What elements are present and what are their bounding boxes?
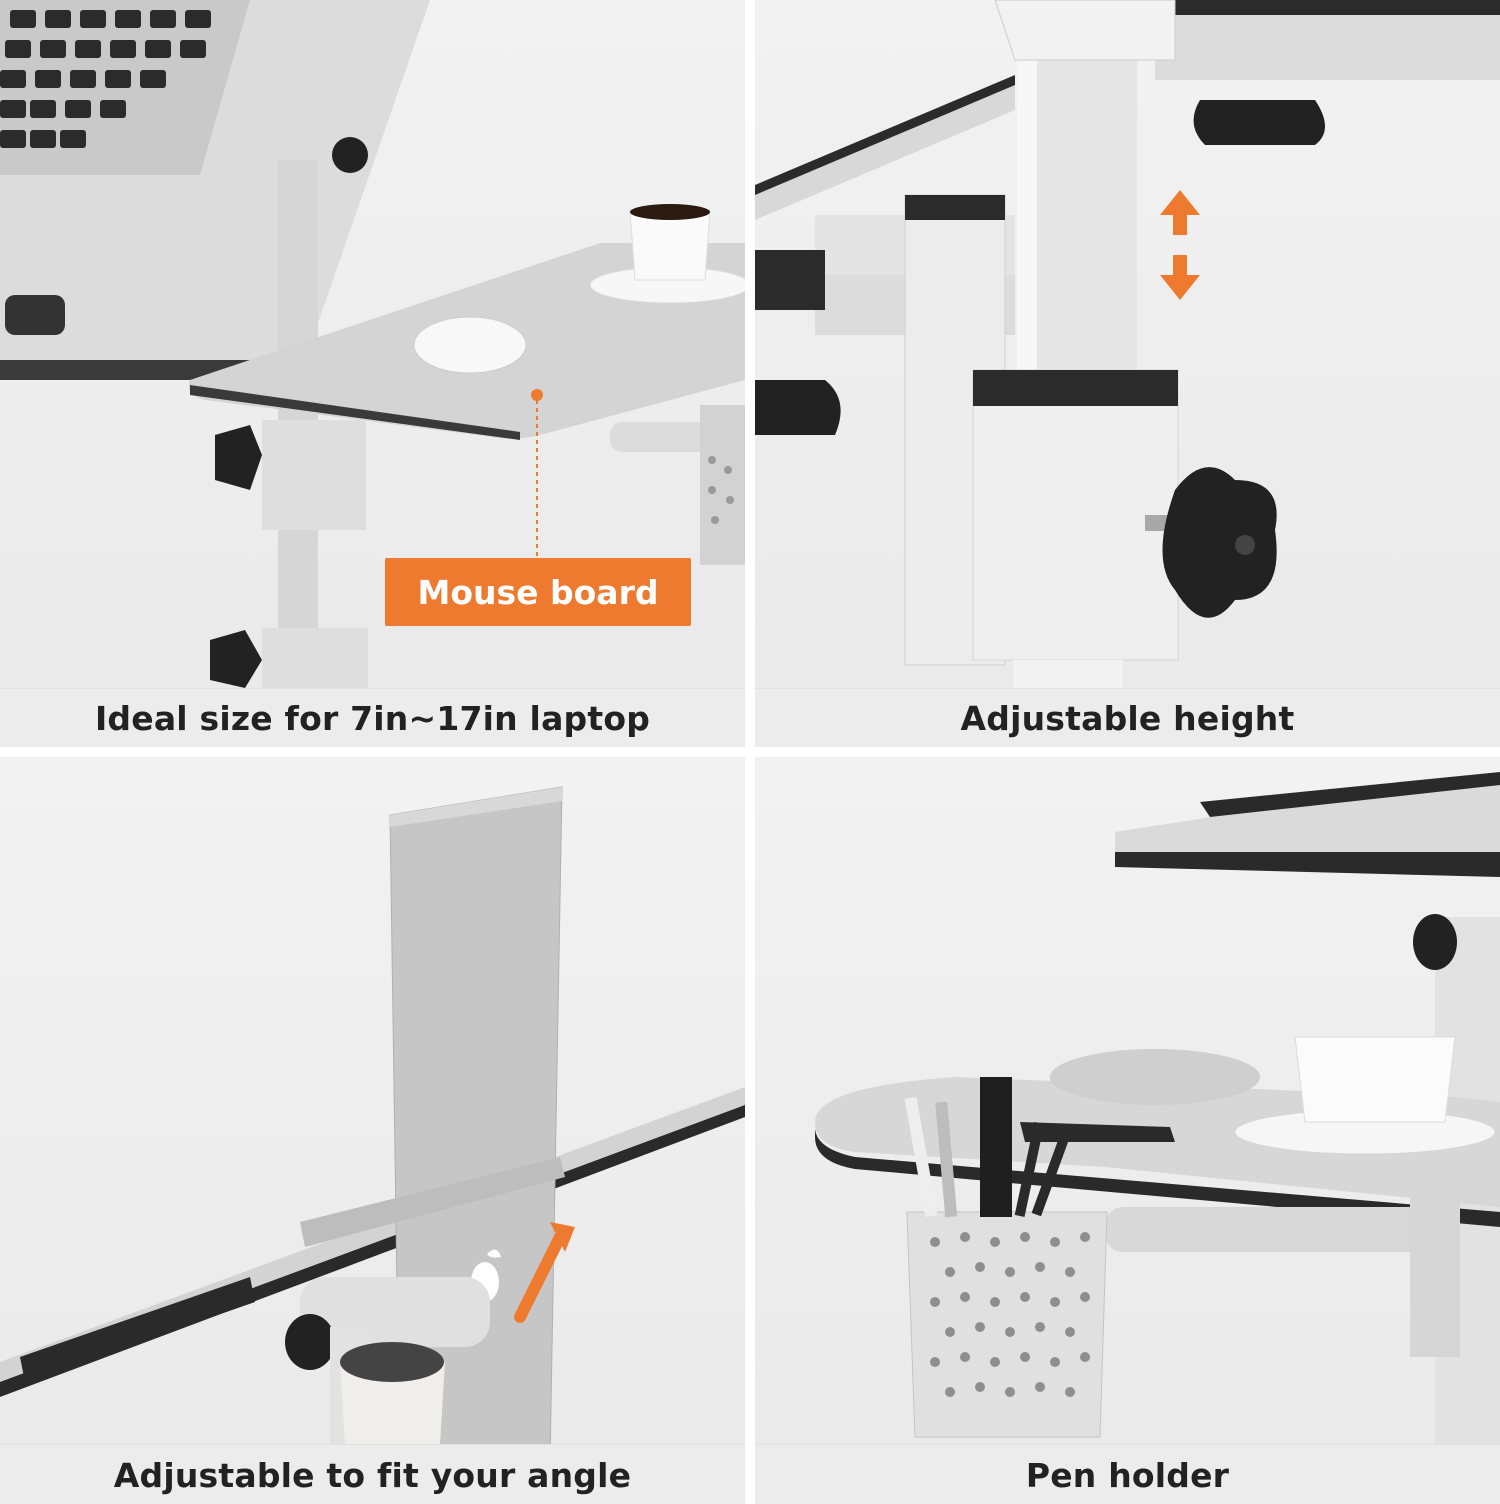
panel-adjustable-height: Adjustable height <box>755 0 1500 747</box>
caption-bar: Ideal size for 7in~17in laptop <box>0 688 745 747</box>
panel-laptop-size: Mouse board Ideal size for 7in~17in lapt… <box>0 0 745 747</box>
caption-laptop-size: Ideal size for 7in~17in laptop <box>94 698 651 738</box>
caption-bar: Adjustable to fit your angle <box>0 1444 745 1504</box>
pen-holder-holes-icon <box>930 1232 1090 1397</box>
caption-adjustable-angle: Adjustable to fit your angle <box>113 1455 632 1495</box>
caption-pen-holder: Pen holder <box>1025 1455 1230 1495</box>
height-adjust-illustration <box>755 0 1500 688</box>
caption-bar: Adjustable height <box>755 688 1500 747</box>
pen-holder-illustration <box>815 772 1500 1444</box>
tilt-adjust-illustration <box>0 786 745 1444</box>
panel-pen-holder: Pen holder <box>755 757 1500 1504</box>
caption-bar: Pen holder <box>755 1444 1500 1504</box>
caption-adjustable-height: Adjustable height <box>960 698 1295 738</box>
panel-adjustable-angle: Adjustable to fit your angle <box>0 757 745 1504</box>
mouse-board-callout: Mouse board <box>385 558 691 626</box>
mouse-board-illustration <box>0 0 745 688</box>
